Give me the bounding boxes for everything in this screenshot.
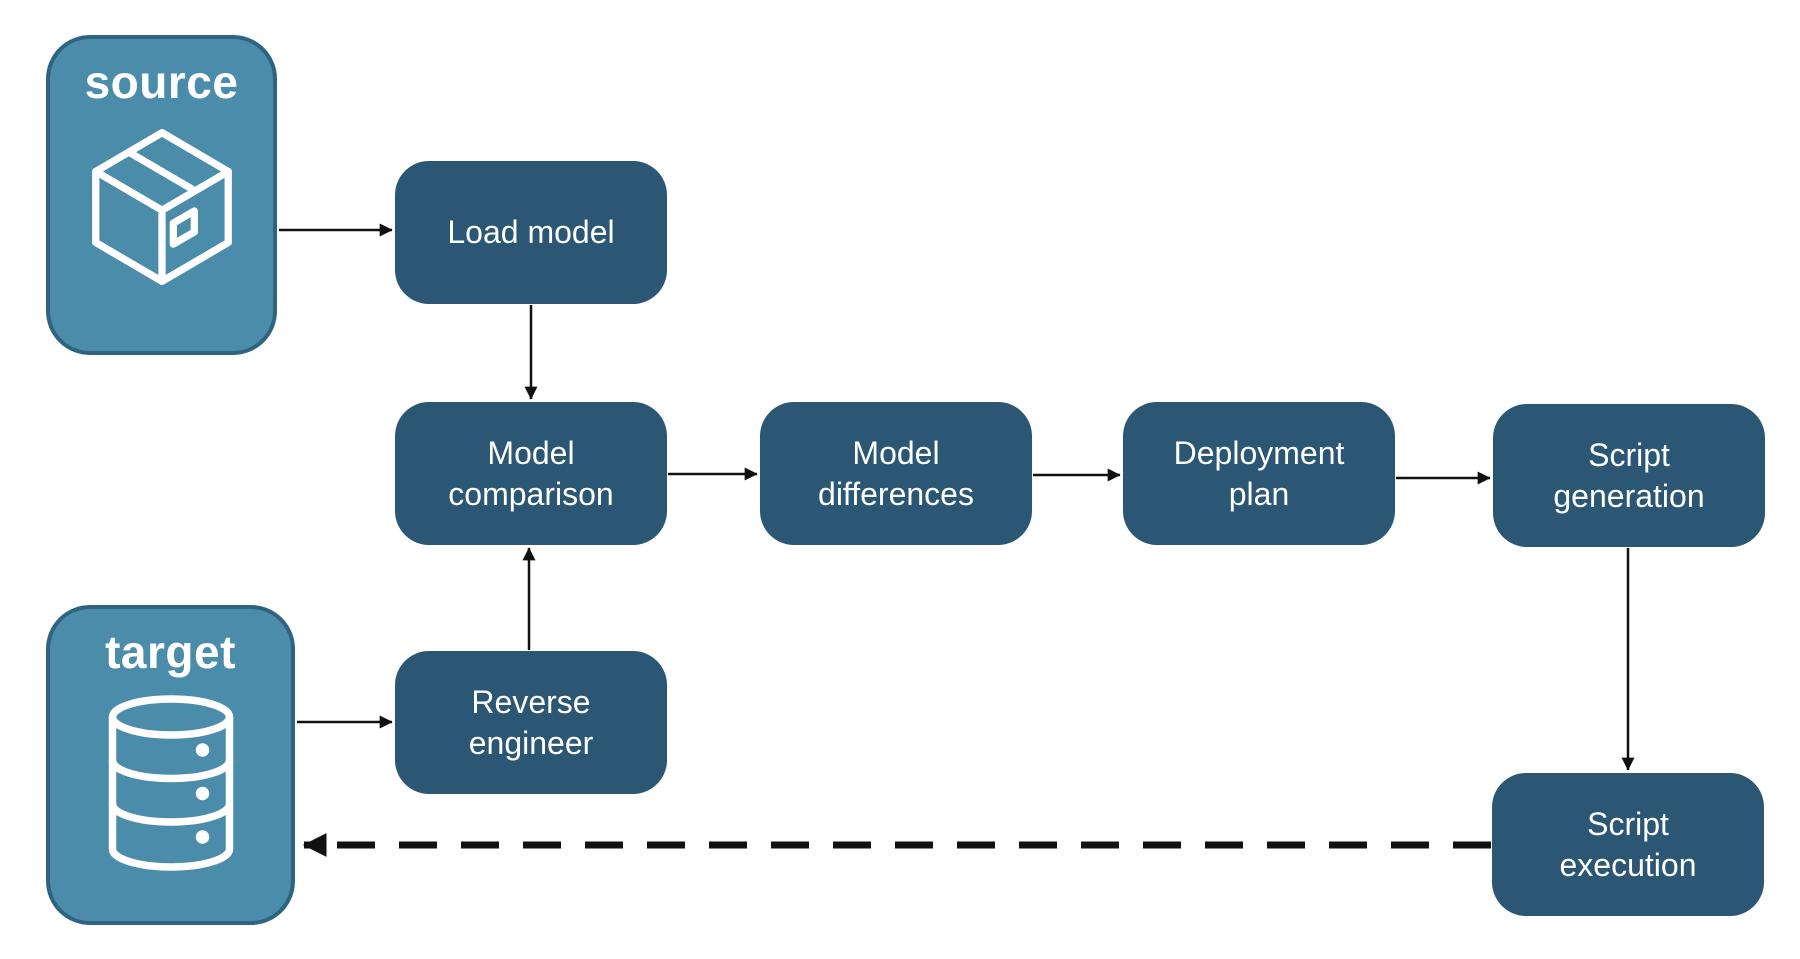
node-model-differences: Model differences: [760, 402, 1032, 545]
node-script-execution-label: Script execution: [1559, 805, 1697, 883]
package-icon: [91, 129, 232, 285]
target-container: target: [46, 605, 295, 925]
database-icon: [108, 695, 233, 871]
node-deployment-plan-label: Deployment plan: [1173, 434, 1345, 512]
node-deployment-plan: Deployment plan: [1123, 402, 1395, 545]
node-reverse-engineer-label: Reverse engineer: [468, 683, 594, 761]
source-label: source: [84, 56, 239, 108]
node-model-differences-label: Model differences: [818, 434, 974, 512]
node-script-generation-label: Script generation: [1553, 436, 1705, 514]
target-label: target: [105, 626, 236, 678]
node-reverse-engineer: Reverse engineer: [395, 651, 667, 794]
node-model-comparison: Model comparison: [395, 402, 667, 545]
source-container: source: [46, 35, 277, 355]
node-load-model: Load model: [395, 161, 667, 304]
node-script-execution: Script execution: [1492, 773, 1764, 916]
node-load-model-label: Load model: [447, 214, 615, 251]
node-script-generation: Script generation: [1493, 404, 1765, 547]
node-model-comparison-label: Model comparison: [448, 434, 614, 512]
